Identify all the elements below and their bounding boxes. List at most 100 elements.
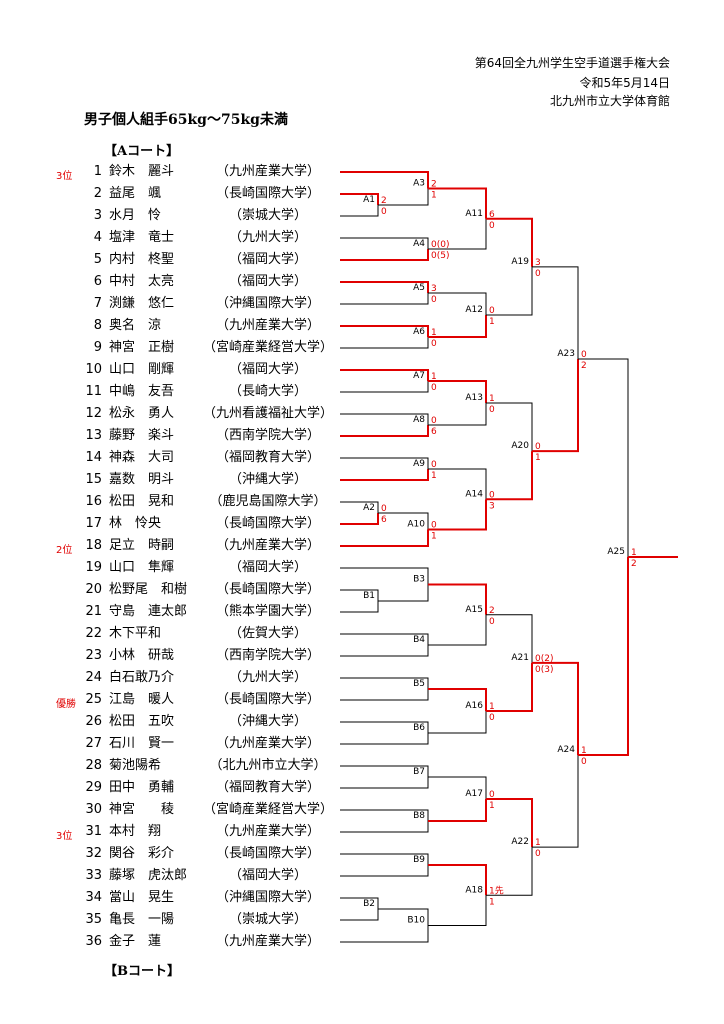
bracket-line xyxy=(428,187,487,219)
university-name: （福岡教育大学） xyxy=(215,450,320,465)
match-score-top: 0(0) xyxy=(431,240,449,250)
match-score-top: 0 xyxy=(431,416,437,426)
entry-number: 29 xyxy=(85,780,102,795)
entry-number: 27 xyxy=(85,736,102,751)
university-name: （九州大学） xyxy=(228,670,307,685)
match-score-bottom: 0(5) xyxy=(431,251,449,261)
player-name: 本村 翔 xyxy=(109,824,162,839)
match-score-top: 1 xyxy=(489,394,495,404)
player-name: 鈴木 麗斗 xyxy=(109,164,175,179)
match-score-bottom: 0 xyxy=(535,269,541,279)
player-name: 小林 研哉 xyxy=(109,648,175,663)
match-label: A1 xyxy=(363,195,375,205)
bracket-line xyxy=(340,501,379,513)
match-score-top: 6 xyxy=(489,210,495,220)
match-score-bottom: 2 xyxy=(631,559,637,569)
match-score-top: 1 xyxy=(535,838,541,848)
bracket-line xyxy=(428,292,487,315)
match-score-bottom: 0 xyxy=(489,405,495,415)
match-label: A13 xyxy=(465,393,483,403)
university-name: （九州産業大学） xyxy=(215,736,320,751)
entry-number: 24 xyxy=(85,670,102,685)
entry-number: 13 xyxy=(85,428,102,443)
match-score-bottom: 0 xyxy=(431,295,437,305)
university-name: （福岡大学） xyxy=(228,560,307,575)
match-label: A4 xyxy=(413,239,425,249)
match-label: A24 xyxy=(557,745,575,755)
entry-number: 36 xyxy=(85,934,102,949)
match-score-top: 0 xyxy=(489,490,495,500)
entry-number: 3 xyxy=(93,208,102,223)
match-score-bottom: 3 xyxy=(489,501,495,511)
match-score-top: 1 xyxy=(489,702,495,712)
player-name: 水月 怜 xyxy=(109,208,162,223)
entry-number: 19 xyxy=(85,560,102,575)
bracket-line xyxy=(428,315,487,338)
bracket-line xyxy=(340,457,429,469)
bracket-line xyxy=(340,897,379,909)
entry-number: 11 xyxy=(85,384,102,399)
university-name: （九州産業大学） xyxy=(215,164,320,179)
bracket-line xyxy=(340,645,429,657)
match-score-bottom: 1 xyxy=(431,191,437,201)
bracket-line xyxy=(340,293,429,305)
match-score-bottom: 1 xyxy=(489,317,495,327)
university-name: （福岡大学） xyxy=(228,362,307,377)
match-score-top: 3 xyxy=(535,258,541,268)
university-name: （九州産業大学） xyxy=(215,934,320,949)
university-name: （九州看護福祉大学） xyxy=(202,406,333,421)
match-score-bottom: 1 xyxy=(489,801,495,811)
bracket-line xyxy=(340,237,429,249)
match-score-bottom: 0(3) xyxy=(535,665,553,675)
bracket-line xyxy=(340,413,429,425)
bracket-line xyxy=(428,895,487,926)
player-name: 菊池陽希 xyxy=(109,758,162,773)
match-score-bottom: 0 xyxy=(489,617,495,627)
player-name: 塩津 竜士 xyxy=(109,230,175,245)
match-label: B3 xyxy=(413,575,425,585)
university-name: （福岡教育大学） xyxy=(215,780,320,795)
entry-number: 31 xyxy=(85,824,102,839)
entry-number: 26 xyxy=(85,714,102,729)
match-label: B1 xyxy=(363,591,375,601)
rank-label: 優勝 xyxy=(56,699,76,710)
bracket-line xyxy=(428,468,487,500)
bracket-line xyxy=(340,809,429,821)
bracket-line xyxy=(340,677,429,689)
match-score-bottom: 0 xyxy=(535,849,541,859)
match-score-top: 1 xyxy=(631,548,637,558)
match-score-top: 0 xyxy=(535,442,541,452)
player-name: 山口 隼輝 xyxy=(109,560,175,575)
player-name: 藤野 楽斗 xyxy=(109,428,175,443)
rank-label: 3位 xyxy=(56,171,73,182)
bracket-line xyxy=(428,499,487,531)
entry-number: 18 xyxy=(85,538,102,553)
player-name: 神森 大司 xyxy=(109,450,175,465)
bracket-line xyxy=(428,403,487,426)
player-name: 奥名 涼 xyxy=(109,318,162,333)
match-label: A21 xyxy=(511,653,529,663)
match-score-bottom: 0 xyxy=(489,713,495,723)
player-name: 木下平和 xyxy=(109,626,162,641)
entry-number: 30 xyxy=(85,802,102,817)
match-score-bottom: 6 xyxy=(381,515,387,525)
bracket-line xyxy=(428,776,487,799)
bracket-line xyxy=(532,359,579,453)
match-label: A2 xyxy=(363,503,375,513)
entry-number: 20 xyxy=(85,582,102,597)
bracket-line xyxy=(532,755,579,848)
match-score-top: 0 xyxy=(431,460,437,470)
university-name: （崇城大学） xyxy=(228,912,307,927)
player-name: 金子 蓮 xyxy=(109,934,162,949)
event-title: 第64回全九州学生空手道選手権大会 xyxy=(474,56,670,70)
entry-number: 7 xyxy=(93,296,102,311)
match-label: A3 xyxy=(413,179,425,189)
bracket-line xyxy=(428,688,487,711)
bracket-line xyxy=(340,601,379,613)
match-label: A22 xyxy=(511,837,529,847)
event-venue: 北九州市立大学体育館 xyxy=(549,94,670,108)
match-label: A16 xyxy=(465,701,483,711)
player-name: 松永 勇人 xyxy=(109,406,175,421)
entry-number: 12 xyxy=(85,406,102,421)
player-name: 嘉数 明斗 xyxy=(109,472,175,487)
